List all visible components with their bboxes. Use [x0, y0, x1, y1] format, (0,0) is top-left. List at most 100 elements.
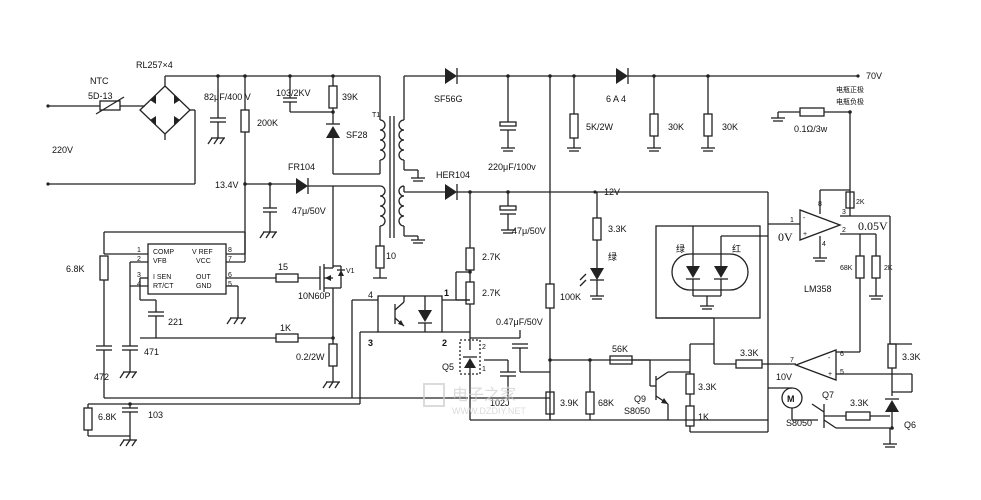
bulk-capacitor: 82μF/400 V [204, 74, 251, 145]
ic-pin-isen: I SEN [153, 274, 171, 281]
bicolor-led: 绿 红 [595, 191, 769, 420]
cap-472-label: 472 [94, 372, 109, 382]
led-resistor-label: 3.3K [608, 224, 627, 234]
opto-pin2-label: 2 [442, 338, 447, 348]
r10-label: 10 [386, 251, 396, 261]
q9-part-label: S8050 [624, 406, 650, 416]
sense-resistor-label: 0.1Ω/3w [794, 124, 828, 134]
q7-label: Q7 [822, 390, 834, 400]
r-27k-1-label: 2.7K [482, 252, 501, 262]
feedback-network: 6.8K 472 471 221 1K [66, 231, 468, 399]
snubber-cap-label: 103/2KV [276, 88, 311, 98]
ntc-thermistor: NTC 5D-13 [88, 76, 145, 115]
svg-text:2: 2 [842, 227, 846, 234]
svg-text:7: 7 [790, 357, 794, 364]
aux-diode-label: FR104 [288, 162, 315, 172]
svg-text:3: 3 [842, 209, 846, 216]
opto-pin4-label: 4 [368, 290, 373, 300]
r-33k-op-label: 3.3K [740, 348, 759, 358]
svg-text:5: 5 [840, 369, 844, 376]
label-005v: 0.05V [858, 219, 888, 233]
bulk-cap-label: 82μF/400 V [204, 92, 251, 102]
battery-positive-label: 电瓶正极 [836, 85, 864, 94]
svg-text:5: 5 [228, 281, 232, 288]
cap-221-label: 221 [168, 317, 183, 327]
transformer-label: T1 [372, 112, 380, 119]
opto-pin1-label: 1 [444, 288, 449, 298]
snubber-diode-label: SF28 [346, 130, 368, 140]
r-68k-bottom-label: 6.8K [98, 412, 117, 422]
opto-pin3-label: 3 [368, 338, 373, 348]
r-56k-label: 56K [612, 344, 628, 354]
q9-r-1k-label: 1K [698, 412, 709, 422]
bicolor-green-label: 绿 [676, 243, 685, 254]
mosfet-tag-label: V1 [346, 268, 355, 275]
ic-pin-gnd: GND [196, 283, 212, 290]
r-1k-label: 1K [280, 323, 291, 333]
svg-text:1: 1 [790, 217, 794, 224]
aux-supply: FR104 13.4V 47μ/50V [215, 162, 326, 254]
optocoupler: 4 1 2 3 [88, 288, 470, 405]
cap-102j-label: 102J [490, 398, 510, 408]
svg-text:4: 4 [137, 281, 141, 288]
ic-pin-vfb: VFB [153, 258, 167, 265]
out-diode2-label: 6 A 4 [606, 94, 626, 104]
svg-text:2: 2 [482, 344, 486, 351]
fb-resistor-label: 6.8K [66, 264, 85, 274]
q6-label: Q6 [904, 420, 916, 430]
r-30k-1-label: 30K [668, 122, 684, 132]
svg-text:8: 8 [818, 201, 822, 208]
ic-pin-vcc: VCC [196, 258, 211, 265]
lm358-label: LM358 [804, 284, 832, 294]
mains-label: 220V [52, 145, 73, 155]
lm358-opamp-bottom: - + 3.3K 10V 7 6 5 [735, 348, 912, 382]
r-68k-op-label: 68K [840, 265, 853, 272]
cap-471-label: 471 [144, 347, 159, 357]
r-27k-2-label: 2.7K [482, 288, 501, 298]
output-70v: SF56G 6 A 4 70V 220μF/100v 100K 5K/2W [434, 68, 882, 398]
aux-voltage-label: 13.4V [215, 180, 239, 190]
r-2k-op-label: 2K [884, 265, 893, 272]
q6-zener: 3.3K Q6 [885, 343, 921, 430]
svg-text:-: - [828, 355, 831, 362]
ic-pin-out: OUT [196, 274, 212, 281]
svg-text:+: + [803, 231, 807, 238]
ic-pin-comp: COMP [153, 249, 174, 256]
led-green-label: 绿 [608, 251, 617, 262]
rail-12v: HER104 12V 47μ/50V 2.7K 2.7K 3.3K [436, 170, 627, 338]
lm358-opamp-top: - + 1 3 2 8 4 0V 0.05V 2K 68K 2K LM358 [768, 189, 893, 352]
q9-label: Q9 [634, 394, 646, 404]
svg-text:6: 6 [840, 351, 844, 358]
r-39k-label: 3.9K [560, 398, 579, 408]
ic-pin-rtct: RT/CT [153, 283, 174, 290]
start-resistor: 200K [240, 74, 278, 186]
svg-text:4: 4 [822, 241, 826, 248]
svg-text:+: + [828, 371, 832, 378]
q5-regulator: Q5 2 1 0.47μF/50V 102J 3.9K 68K [442, 317, 690, 421]
svg-text:1: 1 [482, 366, 486, 373]
svg-text:7: 7 [228, 256, 232, 263]
timing-network: 6.8K 103 [83, 402, 163, 447]
transformer: T1 [308, 75, 445, 246]
svg-text:1: 1 [137, 247, 141, 254]
snubber-resistor-label: 39K [342, 92, 358, 102]
snubber-network: 103/2KV 39K SF28 [276, 74, 368, 174]
svg-text:6: 6 [228, 272, 232, 279]
motor-label: M [787, 394, 795, 404]
r-100k-label: 100K [560, 292, 581, 302]
q7-part-label: S8050 [786, 418, 812, 428]
r-68k2-label: 68K [598, 398, 614, 408]
bridge-label: RL257×4 [136, 60, 173, 70]
q9-transistor: 56K Q9 S8050 3.3K 1K [609, 343, 717, 432]
current-sense-label: 0.2/2W [296, 352, 325, 362]
watermark: 电子之家 WWW.DZDIY.NET [423, 383, 526, 416]
bridge-rectifier: RL257×4 [136, 60, 380, 184]
watermark-en: WWW.DZDIY.NET [452, 406, 526, 416]
r-2k-top-label: 2K [856, 199, 865, 206]
label-0v: 0V [778, 230, 793, 244]
svg-text:-: - [803, 215, 806, 222]
motor-driver: M Q7 S8050 3.3K [768, 387, 897, 448]
ic-pin-vref: V REF [192, 249, 213, 256]
q7-resistor-label: 3.3K [850, 398, 869, 408]
